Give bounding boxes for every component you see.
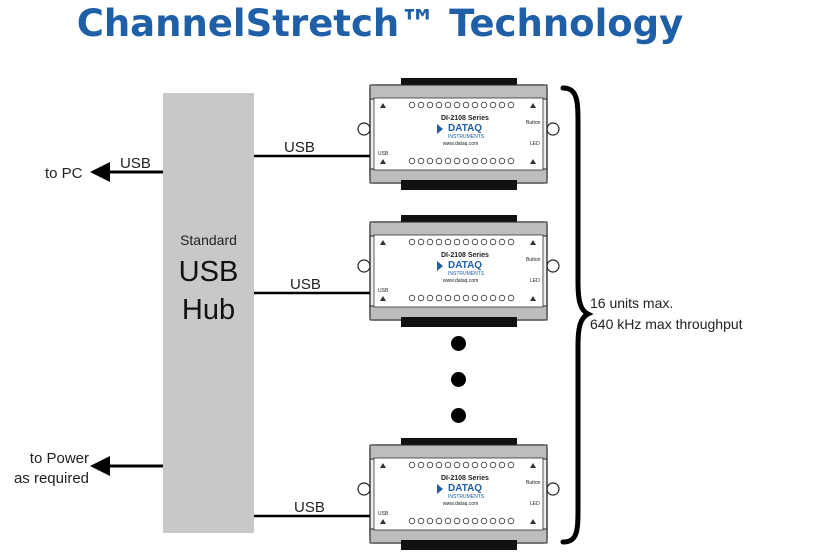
brace-label-line1: 16 units max. <box>590 295 674 311</box>
device-1-usb-port: USB <box>378 151 389 157</box>
device-3-usb-port: USB <box>378 511 389 517</box>
page-title: ChannelStretch™ Technology <box>76 2 684 45</box>
device-3-brand: DATAQ <box>448 483 483 494</box>
ellipsis-dot-2 <box>451 372 466 387</box>
hub-top-label: Standard <box>180 232 237 248</box>
device-1-website: www.dataq.com <box>443 141 479 147</box>
hub-label-line2: Hub <box>181 294 236 326</box>
device-2-usb-port: USB <box>378 288 389 294</box>
device-2-brand-sub: INSTRUMENTS <box>448 271 485 277</box>
device-usb-label-3: USB <box>294 499 325 516</box>
device-2-led: LED <box>530 278 540 284</box>
hub-label-line1: USB <box>178 256 239 288</box>
device-3-website: www.dataq.com <box>443 501 479 507</box>
usb-hub-box <box>163 93 254 533</box>
brace-label-line2: 640 kHz max throughput <box>590 316 743 332</box>
device-3-brand-sub: INSTRUMENTS <box>448 494 485 500</box>
device-3-series: DI-2108 Series <box>441 475 489 482</box>
to-power-label-line2: as required <box>13 470 89 487</box>
device-1-led: LED <box>530 141 540 147</box>
ellipsis-dot-1 <box>451 336 466 351</box>
device-2-series: DI-2108 Series <box>441 252 489 259</box>
ellipsis-dot-3 <box>451 408 466 423</box>
device-usb-label-1: USB <box>284 139 315 156</box>
device-1-brand: DATAQ <box>448 123 483 134</box>
device-1-series: DI-2108 Series <box>441 115 489 122</box>
device-3-led: LED <box>530 501 540 507</box>
to-pc-label: to PC <box>45 165 83 182</box>
pc-usb-label: USB <box>120 155 151 172</box>
to-power-label-line1: to Power <box>29 450 89 467</box>
device-2-button: Button <box>526 257 541 263</box>
device-2-brand: DATAQ <box>448 260 483 271</box>
device-1-button: Button <box>526 120 541 126</box>
device-usb-label-2: USB <box>290 276 321 293</box>
device-1-brand-sub: INSTRUMENTS <box>448 134 485 140</box>
device-2-website: www.dataq.com <box>443 278 479 284</box>
device-3-button: Button <box>526 480 541 486</box>
